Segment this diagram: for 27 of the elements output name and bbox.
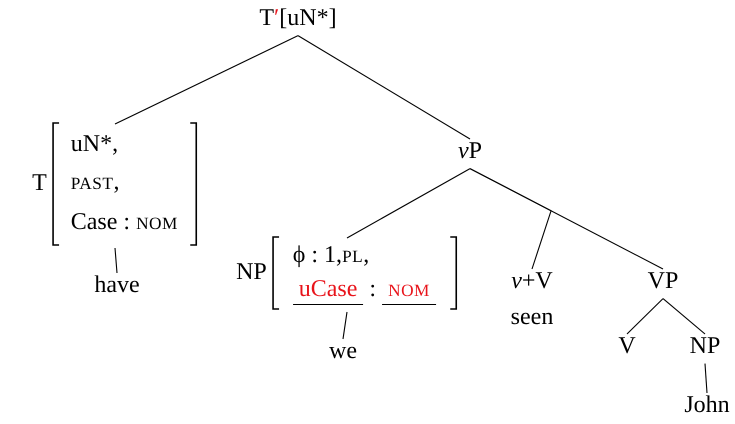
tree-branch <box>342 312 348 340</box>
word-label: seen <box>510 304 554 332</box>
category-label: NP <box>236 259 267 287</box>
tree-label: V <box>618 333 636 361</box>
tree-label: NP <box>690 333 720 361</box>
feature-value: Case : NOM <box>70 209 178 235</box>
tree-branch <box>298 35 470 140</box>
tree-label: VP <box>648 268 678 296</box>
tree-label: have <box>94 272 140 300</box>
tree-branch <box>346 168 470 238</box>
category-label: T <box>32 170 47 198</box>
tree-branch <box>114 35 298 124</box>
tree-label: T′[uN*] <box>259 5 337 33</box>
tree-label: John <box>684 392 730 420</box>
tree-branch <box>662 298 706 334</box>
tree-branch <box>626 298 664 334</box>
tree-branch <box>470 168 664 270</box>
feature-value: ϕ : 1,PL, <box>292 242 370 268</box>
tree-label: we <box>329 338 357 366</box>
feature-value: PAST, <box>70 169 120 195</box>
feature-matrix <box>236 237 458 309</box>
tree-branch <box>704 364 708 394</box>
feature-value: uCase : NOM <box>292 276 436 305</box>
tree-label: vP <box>458 138 482 166</box>
feature-value: uN*, <box>70 131 118 157</box>
tree-label: v+V <box>510 268 554 296</box>
tree-branch <box>114 248 118 274</box>
